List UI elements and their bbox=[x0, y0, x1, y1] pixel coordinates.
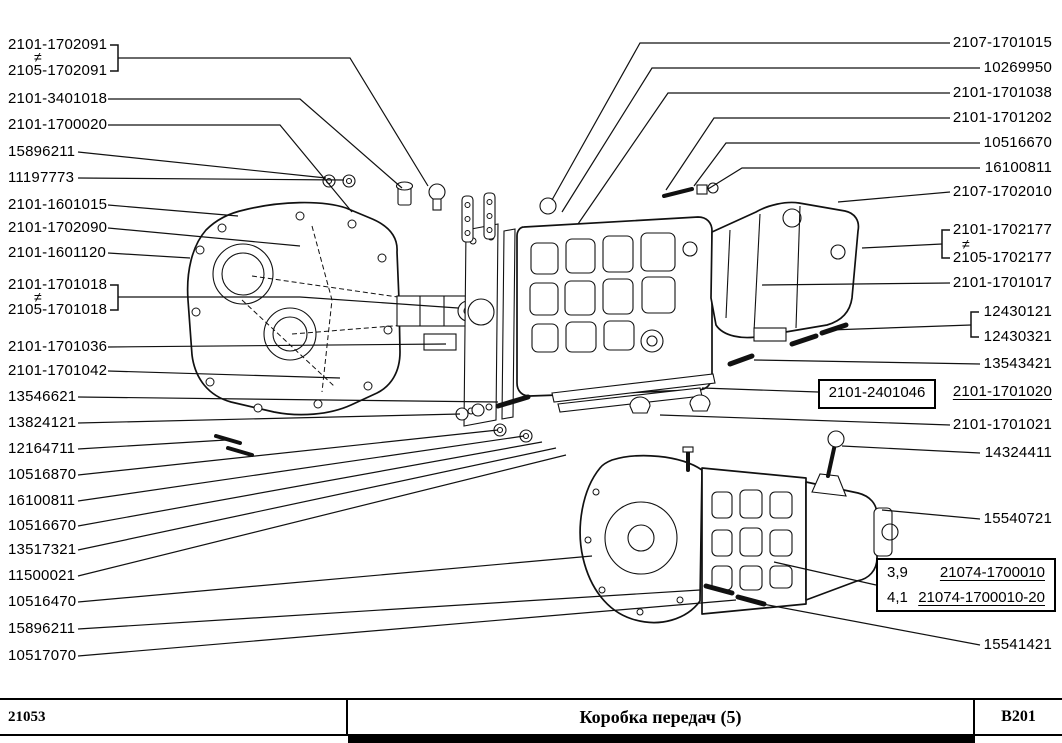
leader-lines-right bbox=[551, 42, 981, 646]
part-number-label: 2105-1702091 bbox=[8, 62, 108, 79]
small-fasteners-top bbox=[322, 174, 719, 243]
part-number-label: 13824121 bbox=[8, 414, 77, 431]
part-number-label: 2107-1702010 bbox=[952, 183, 1052, 200]
part-number-label: 2101-1701020 bbox=[952, 383, 1052, 400]
part-number-label: 2101-1702177 bbox=[952, 221, 1052, 238]
part-number-label: 10516470 bbox=[8, 593, 77, 610]
bottom-black-strip bbox=[348, 736, 975, 743]
part-number-label: 15896211 bbox=[8, 143, 76, 160]
part-number-label: 15540721 bbox=[983, 510, 1052, 527]
footer-bar: 21053 Коробка передач (5) B201 bbox=[0, 698, 1062, 736]
neq-symbol: ≠ bbox=[34, 49, 42, 65]
ratio-row: 3,9 21074-1700010 bbox=[878, 560, 1054, 585]
part-number-label: 13543421 bbox=[983, 355, 1052, 372]
clutch-housing-drawing bbox=[186, 201, 469, 416]
gearbox-case-drawing bbox=[516, 216, 716, 413]
rear-extension-drawing bbox=[710, 201, 860, 342]
part-number-label: 21074-1700010-20 bbox=[918, 589, 1045, 606]
part-number-label: 2101-1701202 bbox=[952, 109, 1052, 126]
part-number-label: 12430121 bbox=[983, 303, 1052, 320]
part-number-label: 2101-1701042 bbox=[8, 362, 108, 379]
part-number-label: 11197773 bbox=[8, 169, 75, 186]
neq-symbol: ≠ bbox=[962, 236, 970, 252]
part-number-label: 21074-1700010 bbox=[939, 564, 1045, 581]
gear-ratio-box: 3,9 21074-1700010 4,1 21074-1700010-20 bbox=[876, 558, 1056, 612]
part-number-label: 2105-1701018 bbox=[8, 301, 108, 318]
part-number-label: 2101-1701038 bbox=[952, 84, 1052, 101]
part-number-label: 2101-1702090 bbox=[8, 219, 108, 236]
part-number-label: 2101-1700020 bbox=[8, 116, 108, 133]
part-number-label: 15541421 bbox=[983, 636, 1052, 653]
dowel-pins bbox=[727, 322, 849, 367]
part-number-label: 10516670 bbox=[8, 517, 77, 534]
part-number-label: 12430321 bbox=[983, 328, 1052, 345]
ratio-value: 3,9 bbox=[887, 564, 908, 581]
page-code: B201 bbox=[1001, 708, 1036, 725]
part-number-label: 12164711 bbox=[8, 440, 76, 457]
part-number-label: 15896211 bbox=[8, 620, 76, 637]
part-number-label: 10516670 bbox=[983, 134, 1052, 151]
part-number-label: 2101-1701018 bbox=[8, 276, 108, 293]
part-number-label: 2101-1702091 bbox=[8, 36, 108, 53]
part-number-label: 2101-1701036 bbox=[8, 338, 108, 355]
parts-diagram bbox=[77, 42, 981, 657]
model-code: 21053 bbox=[0, 700, 348, 734]
part-number-label: 13546621 bbox=[8, 388, 77, 405]
fasteners-bottom bbox=[214, 394, 711, 457]
part-number-label: 2101-1701017 bbox=[952, 274, 1052, 291]
part-number-label: 13517321 bbox=[8, 541, 77, 558]
part-number-label: 2101-1601015 bbox=[8, 196, 108, 213]
part-number-label: 2101-1601120 bbox=[8, 244, 107, 261]
ratio-value: 4,1 bbox=[887, 589, 908, 606]
part-number-label: 16100811 bbox=[8, 492, 76, 509]
assembled-gearbox-drawing bbox=[579, 430, 899, 624]
boxed-part-number: 2101-2401046 bbox=[818, 379, 936, 409]
part-number-label: 10517070 bbox=[8, 647, 77, 664]
part-number-label: 10516870 bbox=[8, 466, 77, 483]
part-number-label: 11500021 bbox=[8, 567, 76, 584]
part-number-label: 2101-3401018 bbox=[8, 90, 108, 107]
neq-symbol: ≠ bbox=[34, 289, 42, 305]
part-number-label: 2105-1702177 bbox=[952, 249, 1052, 266]
section-title: Коробка передач (5) bbox=[348, 700, 975, 734]
part-number-label: 10269950 bbox=[983, 59, 1052, 76]
part-number-label: 16100811 bbox=[984, 159, 1052, 176]
part-number-label: 2107-1701015 bbox=[952, 34, 1052, 51]
part-number-label: 14324411 bbox=[984, 444, 1052, 461]
part-number-label: 2101-1701021 bbox=[952, 416, 1052, 433]
ratio-row: 4,1 21074-1700010-20 bbox=[878, 585, 1054, 610]
leader-lines-left bbox=[77, 57, 737, 657]
gasket-plates-drawing bbox=[463, 223, 516, 427]
